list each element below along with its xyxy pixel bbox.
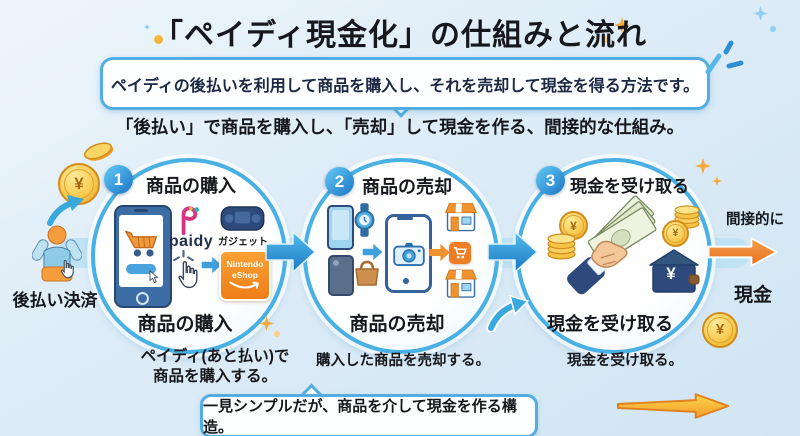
step3-number-badge: 3 xyxy=(536,166,565,195)
small-arrow-icon xyxy=(429,243,450,262)
cart-glyph-icon xyxy=(453,247,467,259)
step2-caption: 購入した商品を売却する。 xyxy=(316,353,490,369)
right-flow-bottom-label: 現金 xyxy=(733,285,772,306)
yen-coin-icon: ¥ xyxy=(702,312,738,348)
small-arrow-icon xyxy=(201,256,222,274)
dot-decoration xyxy=(274,331,280,337)
step1-number-badge: 1 xyxy=(104,165,133,194)
subtitle-text: 「後払い」で商品を購入し、「売却」して現金を作る、間接的な仕組み。 xyxy=(115,117,685,137)
hand-holding-banknotes-icon xyxy=(567,195,657,295)
intro-banner: ペイディの後払いを利用して商品を購入し、それを売却して現金を得る方法です。 xyxy=(100,57,710,110)
long-arrow-icon xyxy=(616,393,730,419)
coin-stack-icon xyxy=(547,233,576,260)
step1-caption: ペイディ(あと払い)で 商品を購入する。 xyxy=(140,348,290,386)
dot-decoration xyxy=(603,36,610,43)
step3-caption: 現金を受け取る。 xyxy=(567,353,683,369)
click-hand-icon xyxy=(178,261,198,289)
sparkle-icon xyxy=(695,158,711,174)
sparkle-icon xyxy=(144,24,150,30)
step3-inner-label: 現金を受け取る xyxy=(547,314,673,334)
step1-title: 商品の購入 xyxy=(146,176,236,196)
eshop-card-text: Nintendo xyxy=(226,259,264,270)
curved-arrow-icon xyxy=(486,294,530,332)
yen-coin-icon: ¥ xyxy=(559,211,588,240)
cart-app-icon xyxy=(449,242,471,264)
dot-decoration xyxy=(770,26,776,32)
nintendo-eshop-card-icon: Nintendo eShop xyxy=(219,250,271,301)
phone-speaker xyxy=(397,217,413,220)
eshop-card-text: eShop xyxy=(232,269,258,280)
shop-icon xyxy=(445,269,477,298)
left-flow-label: 後払い決済 xyxy=(12,291,98,310)
phone-screen xyxy=(119,215,163,287)
step1-inner-label: 商品の購入 xyxy=(137,314,233,335)
curved-arrow-icon xyxy=(47,195,84,226)
phone-speaker xyxy=(134,209,148,212)
phone-home-button xyxy=(403,278,409,284)
step2-title: 商品の売却 xyxy=(362,177,452,197)
smile-arrow-icon xyxy=(229,281,259,289)
phone-home-button xyxy=(136,292,149,305)
emphasis-lines-icon xyxy=(705,40,744,74)
step2-number-badge: 2 xyxy=(325,167,354,196)
coin-stack-icon xyxy=(674,205,700,229)
bank-yen-symbol: ¥ xyxy=(666,264,676,283)
used-phone-icon xyxy=(327,205,354,250)
bank-icon xyxy=(649,249,700,293)
game-controller-icon xyxy=(220,206,265,231)
page-title: 「ペイディ現金化」の仕組みと流れ xyxy=(153,19,647,52)
small-arrow-icon xyxy=(362,243,383,261)
phone-case-icon xyxy=(328,255,354,296)
flow-arrow-icon xyxy=(265,231,316,273)
hand-cursor-icon xyxy=(60,260,74,279)
buy-button-pill xyxy=(126,263,156,274)
shop-icon xyxy=(445,203,477,232)
step2-inner-label: 商品の売却 xyxy=(349,314,445,335)
step3-title: 現金を受け取る xyxy=(570,177,689,196)
paidy-logo-text: paidy xyxy=(168,233,214,250)
camera-icon xyxy=(392,242,425,266)
paidy-logo-icon xyxy=(181,206,200,235)
handbag-icon xyxy=(355,260,379,286)
dot-decoration xyxy=(154,35,163,44)
flow-arrow-icon xyxy=(487,231,538,273)
right-flow-top-label: 間接的に xyxy=(726,212,784,228)
yen-coin-icon: ¥ xyxy=(662,220,689,247)
bottom-banner: 一見シンプルだが、商品を介して現金を作る構造。 xyxy=(200,394,538,436)
sparkle-icon xyxy=(712,176,722,186)
watch-icon xyxy=(354,203,375,237)
click-sparks-icon xyxy=(173,249,194,262)
result-arrow-icon xyxy=(707,237,778,267)
cursor-icon xyxy=(149,270,159,284)
tilted-coin-icon xyxy=(83,142,114,161)
shopping-cart-icon xyxy=(125,230,157,257)
gadget-label: ガジェット xyxy=(218,237,268,248)
